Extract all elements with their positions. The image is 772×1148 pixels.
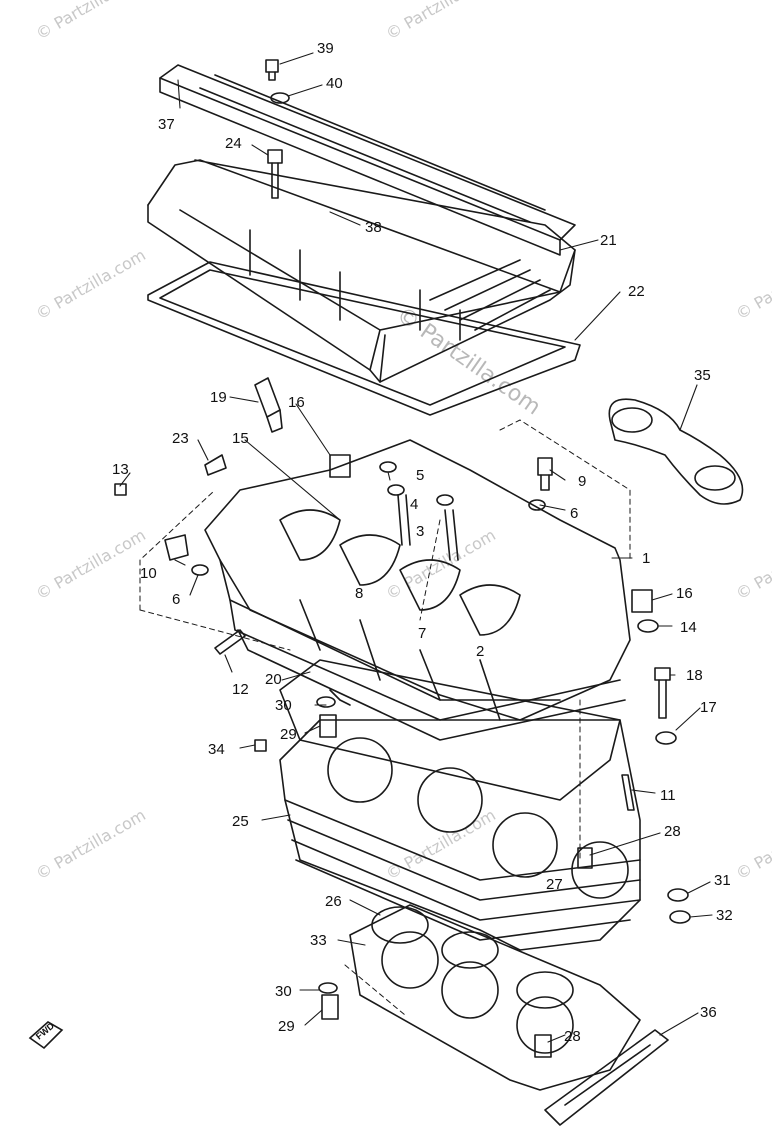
bolt <box>265 59 279 81</box>
watermark: © Partzilla.com <box>733 525 772 603</box>
callout-label: 8 <box>355 585 363 602</box>
watermark: © Partzilla.com <box>33 0 149 43</box>
watermark: © Partzilla.com <box>33 525 149 603</box>
watermark: © Partzilla.com <box>383 525 499 603</box>
callout-label: 31 <box>714 872 731 889</box>
callout-label: 9 <box>578 473 586 490</box>
callout-label: 35 <box>694 367 711 384</box>
callout-label: 1 <box>642 550 650 567</box>
union-bolt <box>537 457 553 491</box>
cap <box>329 454 653 613</box>
callout-label: 27 <box>546 876 563 893</box>
callout-label: 6 <box>172 591 180 608</box>
watermark: © Partzilla.com <box>383 805 499 883</box>
watermark: © Partzilla.com <box>33 805 149 883</box>
callout-label: 5 <box>416 467 424 484</box>
callout-label: 36 <box>700 1004 717 1021</box>
stud-bolt <box>214 629 246 655</box>
guide-lines <box>139 419 631 1016</box>
callout-label: 14 <box>680 619 697 636</box>
callout-label: 30 <box>275 983 292 1000</box>
callout-label: 37 <box>158 116 175 133</box>
callout-label: 29 <box>278 1018 295 1035</box>
callout-label: 40 <box>326 75 343 92</box>
watermark-layer: © Partzilla.com © Partzilla.com © Partzi… <box>33 0 772 883</box>
washer <box>270 92 290 104</box>
cylinder-head <box>204 439 631 741</box>
leader-lines <box>119 52 713 1043</box>
callout-label: 32 <box>716 907 733 924</box>
callout-label: 34 <box>208 741 225 758</box>
callout-label: 16 <box>288 394 305 411</box>
head-cover-gasket <box>147 261 581 416</box>
callout-label: 26 <box>325 893 342 910</box>
bolt <box>267 149 283 199</box>
callout-label: 11 <box>660 787 676 804</box>
callout-label: 23 <box>172 430 189 447</box>
watermark: © Partzilla.com <box>733 805 772 883</box>
callout-label: 38 <box>365 219 382 236</box>
valve-parts <box>379 461 459 561</box>
union-bolt <box>164 534 189 561</box>
fwd-arrow-icon: FWD <box>28 1020 64 1050</box>
cam-cover-plate <box>159 64 576 256</box>
callout-label: 16 <box>676 585 693 602</box>
callout-label: 29 <box>280 726 297 743</box>
callout-label: 20 <box>265 671 282 688</box>
callout-label: 30 <box>275 697 292 714</box>
callout-label: 22 <box>628 283 645 300</box>
stud-bolt <box>621 774 635 811</box>
callout-label: 19 <box>210 389 227 406</box>
carburetor-joint <box>608 398 744 505</box>
callout-label: 10 <box>140 565 157 582</box>
bolt <box>654 667 671 719</box>
callout-label: 6 <box>570 505 578 522</box>
rubber-strap <box>544 1029 669 1126</box>
callout-label: 24 <box>225 135 242 152</box>
washer <box>191 499 691 924</box>
cylinder-base-gasket <box>349 904 641 1091</box>
callout-label: 12 <box>232 681 249 698</box>
cylinder-block <box>279 719 641 951</box>
callout-label: 15 <box>232 430 249 447</box>
cylinder-head-cover <box>147 159 576 383</box>
small-fittings <box>114 454 267 752</box>
callout-label: 4 <box>410 496 418 513</box>
callout-label: 28 <box>664 823 681 840</box>
o-rings <box>371 906 574 1009</box>
callout-label: 28 <box>564 1028 581 1045</box>
watermark: © Partzilla.com <box>33 245 149 323</box>
callout-label: 17 <box>700 699 717 716</box>
callout-label: 13 <box>112 461 129 478</box>
callout-label: 2 <box>476 643 484 660</box>
callout-label: 33 <box>310 932 327 949</box>
callout-label: 18 <box>686 667 703 684</box>
callout-label: 7 <box>418 625 426 642</box>
cylinder-head-gasket <box>279 659 621 801</box>
callout-label: 3 <box>416 523 424 540</box>
spark-plug <box>254 377 283 433</box>
watermark: © Partzilla.com <box>733 245 772 323</box>
callout-label: 25 <box>232 813 249 830</box>
callout-label: 39 <box>317 40 334 57</box>
watermark: © Partzilla.com <box>383 0 499 43</box>
callout-label: 21 <box>600 232 617 249</box>
callout-labels: 1 2 3 4 5 6 6 7 8 9 10 11 12 13 14 15 16… <box>112 40 733 1045</box>
